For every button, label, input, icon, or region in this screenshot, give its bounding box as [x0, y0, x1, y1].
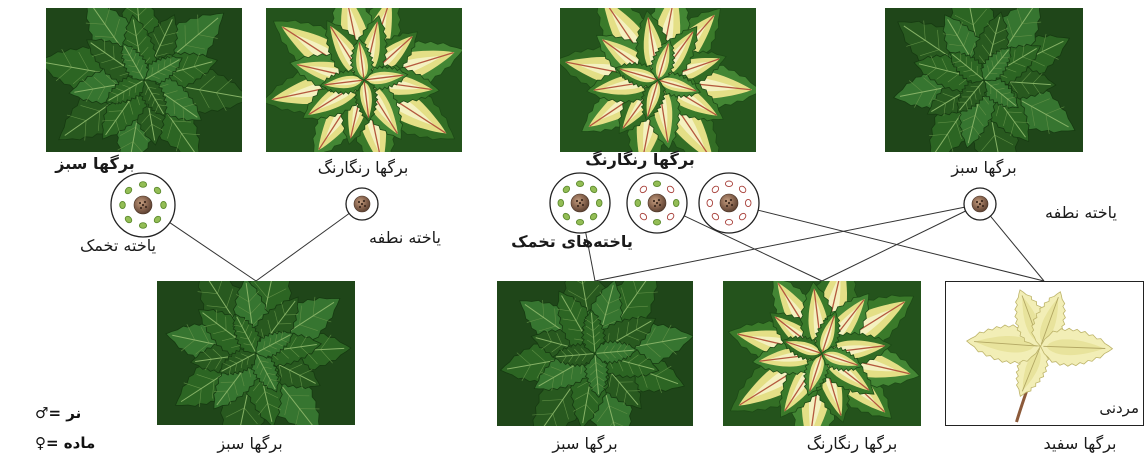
plant-drawing [157, 242, 355, 459]
offspring-plant-variegated [717, 246, 928, 459]
legend-female: ♀= ماده [35, 434, 95, 452]
sperm-cell-icon [964, 188, 996, 220]
plant-drawing [496, 247, 697, 459]
green-plastid [635, 199, 641, 206]
green-plastid [161, 201, 167, 208]
green-plastid [673, 199, 679, 206]
cross-line [990, 216, 1044, 281]
sperm-cell-icon [346, 188, 378, 220]
cross-line [170, 223, 256, 281]
white-plastid [707, 199, 713, 206]
white-plastid [725, 181, 732, 187]
sperm-cell-label: یاخته نطفه [1045, 203, 1117, 223]
green-plastid [576, 219, 583, 225]
parent-plant-green-left [33, 0, 255, 175]
green-plastid [576, 181, 583, 187]
sperm-cell-label: یاخته نطفه [369, 228, 441, 248]
egg-cell-icon [550, 173, 610, 233]
parent-caption: برگها رنگارنگ [585, 150, 695, 170]
parent-caption: برگها رنگارنگ [318, 158, 409, 178]
egg-cell-icon [627, 173, 687, 233]
plant-drawing [257, 0, 471, 179]
offspring-caption: برگها سبز [217, 434, 282, 454]
offspring-caption: برگها سبز [552, 434, 617, 454]
offspring-caption: برگها رنگارنگ [807, 434, 898, 454]
lethal-note: مردنی [1099, 399, 1139, 417]
parent-caption: برگها سبز [951, 158, 1016, 178]
parent-plant-variegated-left [257, 0, 471, 179]
egg-cell-icon [699, 173, 759, 233]
cross-line [758, 210, 1044, 281]
plant-drawing [33, 0, 255, 175]
green-plastid [596, 199, 602, 206]
parent-caption: برگها سبز [55, 154, 135, 174]
green-plastid [653, 219, 660, 225]
egg-cells-label: یاخته‌های تخمک [511, 232, 633, 252]
green-plastid [139, 182, 146, 188]
egg-cell-icon [111, 173, 175, 237]
green-plastid [653, 181, 660, 187]
cross-line [684, 216, 822, 281]
green-plastid [120, 201, 126, 208]
white-plastid [745, 199, 751, 206]
white-plastid [725, 219, 732, 225]
offspring-caption: برگها سفید [1044, 434, 1117, 454]
offspring-plant-green [496, 247, 697, 459]
egg-cell-label: یاخته تخمک [80, 236, 156, 256]
green-plastid [558, 199, 564, 206]
legend-male: ♂= نر [35, 404, 81, 422]
cross-line [256, 214, 349, 282]
offspring-plant-green-left [157, 242, 355, 459]
green-plastid [139, 223, 146, 229]
plant-drawing [717, 246, 928, 459]
